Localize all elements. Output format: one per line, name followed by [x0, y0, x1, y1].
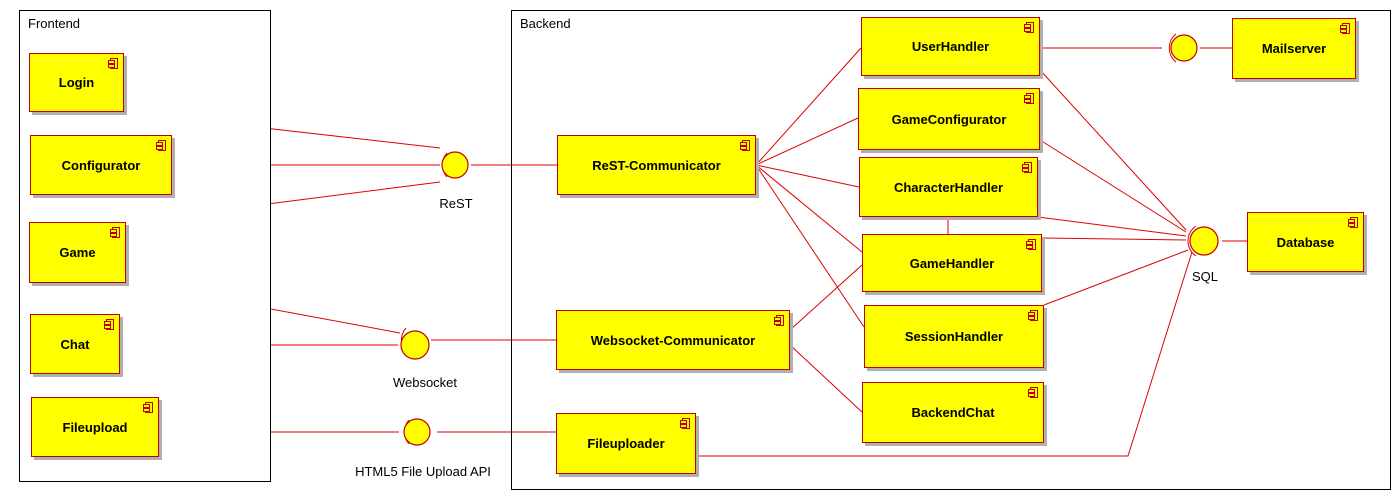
component-icon	[1340, 23, 1350, 34]
component-icon	[1028, 310, 1038, 321]
connector-rest-userhandler	[755, 47, 862, 166]
component-icon	[1022, 162, 1032, 173]
component-icon	[1024, 22, 1034, 33]
backend-package-label: Backend	[520, 16, 571, 31]
connector-websocket-backendchat	[789, 344, 863, 413]
backend-package: Backend	[511, 10, 1391, 490]
mail-interface-symbol	[1168, 33, 1198, 63]
component-mailserver[interactable]: Mailserver	[1232, 18, 1356, 79]
component-login-label: Login	[58, 75, 95, 90]
connector-rest-sessionhandler	[755, 164, 865, 328]
component-icon	[108, 58, 118, 69]
sql-interface-label: SQL	[1191, 269, 1219, 284]
component-user-handler[interactable]: UserHandler	[861, 17, 1040, 76]
component-character-handler-label: CharacterHandler	[893, 179, 1004, 195]
connector-characterhandler-sql	[1037, 216, 1187, 237]
component-game-handler[interactable]: GameHandler	[862, 234, 1042, 292]
websocket-interface-symbol	[400, 327, 430, 360]
component-configurator-label: Configurator	[61, 157, 141, 173]
component-fileupload[interactable]: Fileupload	[31, 397, 159, 457]
component-rest-communicator-label: ReST-Communicator	[592, 157, 721, 173]
component-fileupload-label: Fileupload	[62, 419, 128, 435]
component-game-handler-label: GameHandler	[909, 255, 995, 271]
component-fileuploader[interactable]: Fileuploader	[556, 413, 696, 474]
component-chat[interactable]: Chat	[30, 314, 120, 374]
component-backend-chat-label: BackendChat	[911, 405, 995, 420]
sql-interface-symbol	[1187, 225, 1219, 257]
component-icon	[774, 315, 784, 326]
connector-rest-characterhandler	[755, 164, 860, 188]
component-icon	[680, 418, 690, 429]
component-game[interactable]: Game	[29, 222, 126, 283]
connector-gameconfigurator-sql	[1039, 139, 1187, 233]
connector-rest-gamehandler	[755, 164, 863, 253]
component-websocket-communicator[interactable]: Websocket-Communicator	[556, 310, 790, 370]
component-chat-label: Chat	[60, 336, 90, 352]
connector-sessionhandler-sql	[1043, 249, 1189, 306]
file-upload-api-interface-symbol	[403, 418, 431, 446]
component-configurator[interactable]: Configurator	[30, 135, 172, 195]
component-game-configurator[interactable]: GameConfigurator	[858, 88, 1040, 150]
component-rest-communicator[interactable]: ReST-Communicator	[557, 135, 756, 195]
component-session-handler[interactable]: SessionHandler	[864, 305, 1044, 368]
websocket-interface-label: Websocket	[392, 375, 458, 390]
component-backend-chat[interactable]: BackendChat	[862, 382, 1044, 443]
connector-websocket-gamehandler	[789, 264, 863, 331]
component-icon	[156, 140, 166, 151]
rest-interface-symbol	[441, 151, 469, 179]
connector-rest-gameconfigurator	[755, 117, 859, 166]
connector-userhandler-sql	[1039, 69, 1187, 231]
component-icon	[143, 402, 153, 413]
file-upload-api-interface-label: HTML5 File Upload API	[355, 464, 491, 479]
component-icon	[740, 140, 750, 151]
component-game-configurator-label: GameConfigurator	[891, 111, 1007, 127]
connector-gamehandler-sql	[1041, 237, 1187, 241]
component-icon	[104, 319, 114, 330]
component-game-label: Game	[59, 245, 96, 260]
component-user-handler-label: UserHandler	[911, 39, 990, 54]
component-icon	[1348, 217, 1358, 228]
component-icon	[1024, 93, 1034, 104]
component-icon	[1026, 239, 1036, 250]
component-database[interactable]: Database	[1247, 212, 1364, 272]
rest-interface-label: ReST	[439, 196, 473, 211]
component-mailserver-label: Mailserver	[1261, 41, 1327, 56]
component-icon	[1028, 387, 1038, 398]
component-websocket-communicator-label: Websocket-Communicator	[590, 332, 756, 348]
component-fileuploader-label: Fileuploader	[587, 436, 665, 451]
component-character-handler[interactable]: CharacterHandler	[859, 157, 1038, 217]
connector-fileuploader-sql	[696, 251, 1193, 457]
component-database-label: Database	[1276, 234, 1335, 250]
component-icon	[110, 227, 120, 238]
component-login[interactable]: Login	[29, 53, 124, 112]
component-session-handler-label: SessionHandler	[904, 329, 1004, 344]
frontend-package-label: Frontend	[28, 16, 81, 31]
